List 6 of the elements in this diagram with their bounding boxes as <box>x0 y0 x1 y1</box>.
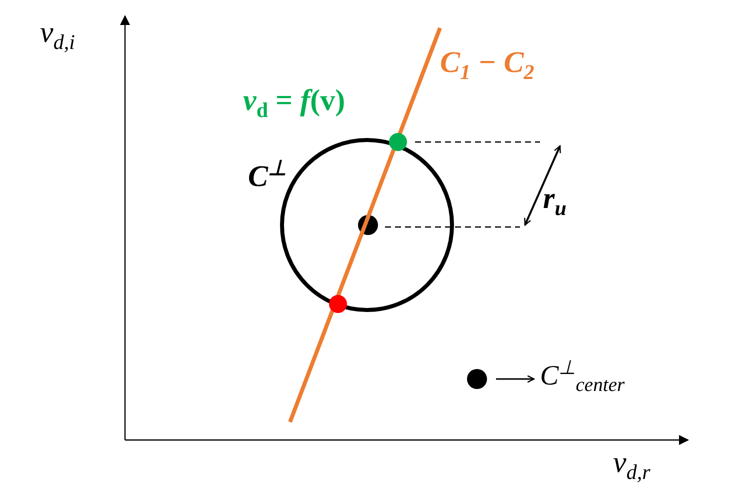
math-label: C$^{⊥}$ <box>248 158 286 192</box>
axis-label: v$_{d,r}$ <box>613 448 650 483</box>
dimension-label: r$_{u}$ <box>543 184 566 219</box>
axis-label: v$_{d,i}$ <box>40 18 75 53</box>
math-label: v$_{d}$ = f(v) <box>243 86 346 121</box>
math-label: C$_{1}$ − C$_{2}$ <box>440 48 534 83</box>
